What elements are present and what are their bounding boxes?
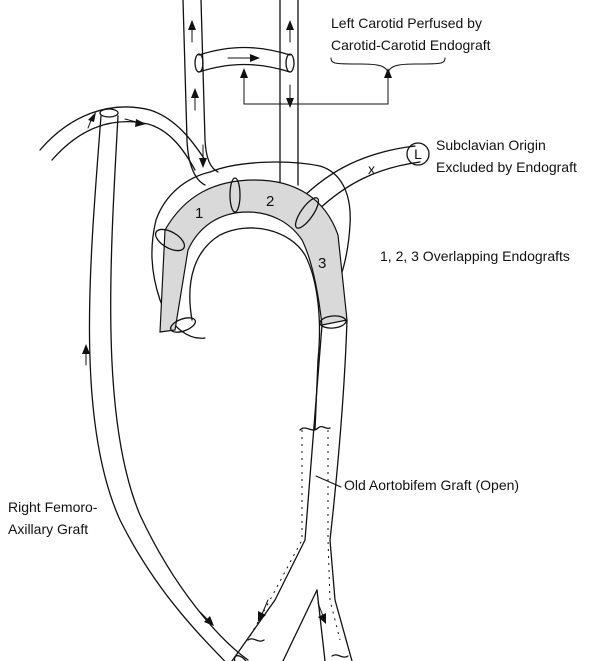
subclavian-label-line1: Subclavian Origin	[436, 137, 546, 153]
axillary-artery	[40, 107, 205, 170]
segment-3-label: 3	[318, 255, 326, 272]
ligation-mark: x	[368, 161, 375, 177]
carotid-label-line2: Carotid-Carotid Endograft	[331, 37, 491, 53]
subclavian-origin-marker: L	[414, 146, 422, 162]
arch-endografts	[152, 178, 347, 430]
femoro-label-line1: Right Femoro-	[8, 499, 98, 515]
carotid-annotation: Left Carotid Perfused by Carotid-Carotid…	[240, 15, 491, 104]
subclavian-label-line2: Excluded by Endograft	[436, 159, 577, 175]
old-graft-annotation: Old Aortobifem Graft (Open)	[316, 476, 519, 493]
femoro-flow-arrows	[82, 112, 214, 626]
overlapping-endografts-label: 1, 2, 3 Overlapping Endografts	[380, 248, 570, 264]
right-carotid-artery	[183, 0, 218, 185]
carotid-label-line1: Left Carotid Perfused by	[331, 15, 482, 31]
subclavian-annotation: L x Subclavian Origin Excluded by Endogr…	[368, 137, 577, 177]
segment-2-label: 2	[266, 193, 274, 210]
old-graft-label: Old Aortobifem Graft (Open)	[344, 477, 519, 493]
old-aortobifem-graft	[248, 427, 348, 658]
femoro-label-line2: Axillary Graft	[8, 521, 88, 537]
carotid-carotid-endograft	[195, 48, 294, 73]
segment-1-label: 1	[195, 205, 203, 222]
descending-aorta	[232, 320, 352, 661]
